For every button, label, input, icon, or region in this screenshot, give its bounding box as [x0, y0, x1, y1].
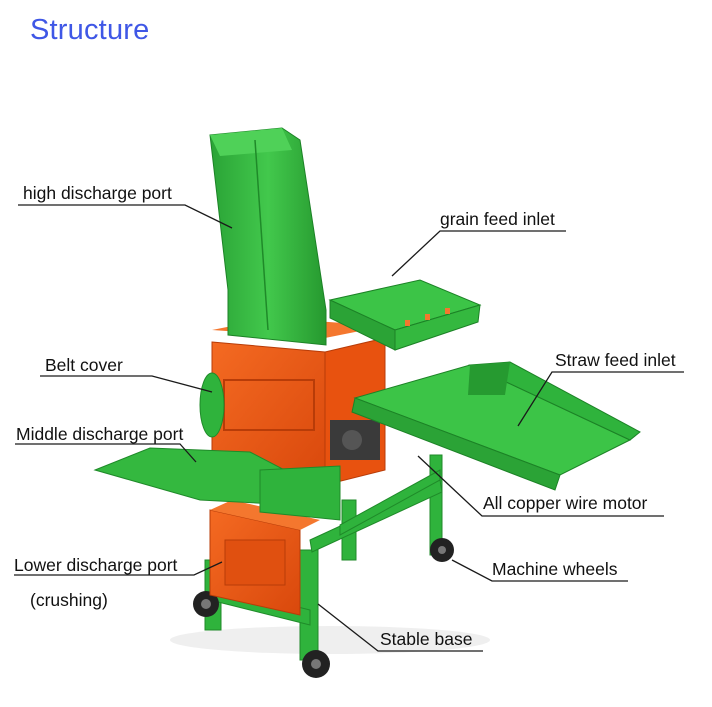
label-crushing: (crushing) [30, 590, 108, 610]
leader-machine-wheels [451, 559, 628, 582]
label-all-copper-wire-motor: All copper wire motor [483, 493, 648, 513]
grain-feed-hopper [328, 279, 482, 351]
stand-frame [204, 454, 443, 661]
high-discharge-chute [209, 127, 327, 346]
label-stable-base: Stable base [380, 629, 473, 649]
middle-discharge-port [93, 447, 341, 521]
leader-high-discharge-port [18, 204, 233, 229]
ground-shadow [170, 626, 490, 654]
label-high-discharge-port: high discharge port [23, 183, 172, 203]
label-belt-cover: Belt cover [45, 355, 123, 375]
label-straw-feed-inlet: Straw feed inlet [555, 350, 676, 370]
straw-feed-trough [351, 361, 641, 491]
leader-belt-cover [40, 375, 213, 393]
label-lower-discharge-port: Lower discharge port [14, 555, 178, 575]
leader-straw-feed-inlet [517, 371, 684, 427]
leader-middle-discharge-port [15, 443, 197, 463]
label-machine-wheels: Machine wheels [492, 559, 618, 579]
wheels [193, 538, 454, 678]
leader-lines [14, 204, 684, 652]
page-title: Structure [30, 14, 150, 46]
lower-discharge-box [209, 500, 320, 616]
leader-all-copper-wire-motor [417, 455, 664, 517]
label-middle-discharge-port: Middle discharge port [16, 424, 184, 444]
leader-lower-discharge-port [14, 561, 223, 576]
label-grain-feed-inlet: grain feed inlet [440, 209, 555, 229]
leader-grain-feed-inlet [391, 230, 566, 277]
leader-stable-base [317, 603, 483, 652]
